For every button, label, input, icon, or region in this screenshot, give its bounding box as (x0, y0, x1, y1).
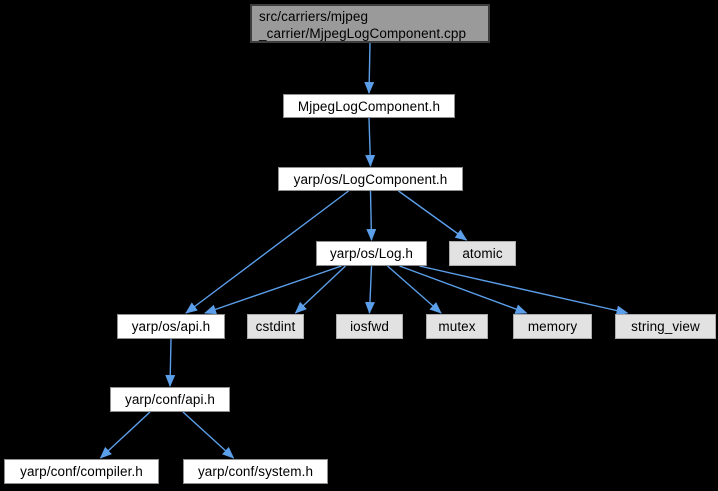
graph-node-atomic: atomic (449, 241, 516, 266)
graph-node-iosfwd: iosfwd (336, 314, 403, 339)
graph-edge-os_api_h-to-conf_api_h (165, 338, 176, 387)
graph-edge-log_h-to-string_view (419, 265, 629, 316)
graph-node-conf_api_h[interactable]: yarp/conf/api.h (110, 387, 230, 412)
graph-node-cstdint: cstdint (247, 314, 304, 339)
graph-node-system_h[interactable]: yarp/conf/system.h (183, 459, 328, 484)
graph-edge-log_h-to-memory (399, 265, 528, 314)
graph-node-string_view: string_view (615, 314, 716, 339)
graph-node-os_api_h[interactable]: yarp/os/api.h (117, 314, 225, 339)
graph-edge-logcomponent_h-to-log_h (366, 190, 377, 241)
graph-edge-conf_api_h-to-system_h (182, 411, 235, 459)
graph-edge-log_h-to-iosfwd (364, 265, 375, 314)
graph-node-mutex: mutex (426, 314, 488, 339)
graph-edge-mjpeglogcomponent_h-to-logcomponent_h (365, 117, 376, 167)
graph-node-compiler_h[interactable]: yarp/conf/compiler.h (4, 459, 159, 484)
graph-edge-cpp-to-mjpeglogcomponent_h (364, 42, 375, 94)
graph-node-mjpeglogcomponent_h[interactable]: MjpegLogComponent.h (283, 94, 455, 118)
graph-edge-conf_api_h-to-compiler_h (99, 411, 151, 459)
graph-edge-logcomponent_h-to-atomic (398, 190, 468, 241)
graph-edge-log_h-to-cstdint (294, 265, 346, 314)
graph-edge-log_h-to-mutex (387, 265, 442, 314)
graph-node-cpp: src/carriers/mjpeg _carrier/MjpegLogComp… (250, 4, 490, 43)
graph-edge-log_h-to-os_api_h (204, 265, 342, 315)
graph-node-logcomponent_h[interactable]: yarp/os/LogComponent.h (278, 167, 463, 191)
graph-edge-logcomponent_h-to-os_api_h (185, 190, 349, 314)
graph-node-memory: memory (513, 314, 592, 339)
graph-node-log_h[interactable]: yarp/os/Log.h (316, 241, 427, 266)
